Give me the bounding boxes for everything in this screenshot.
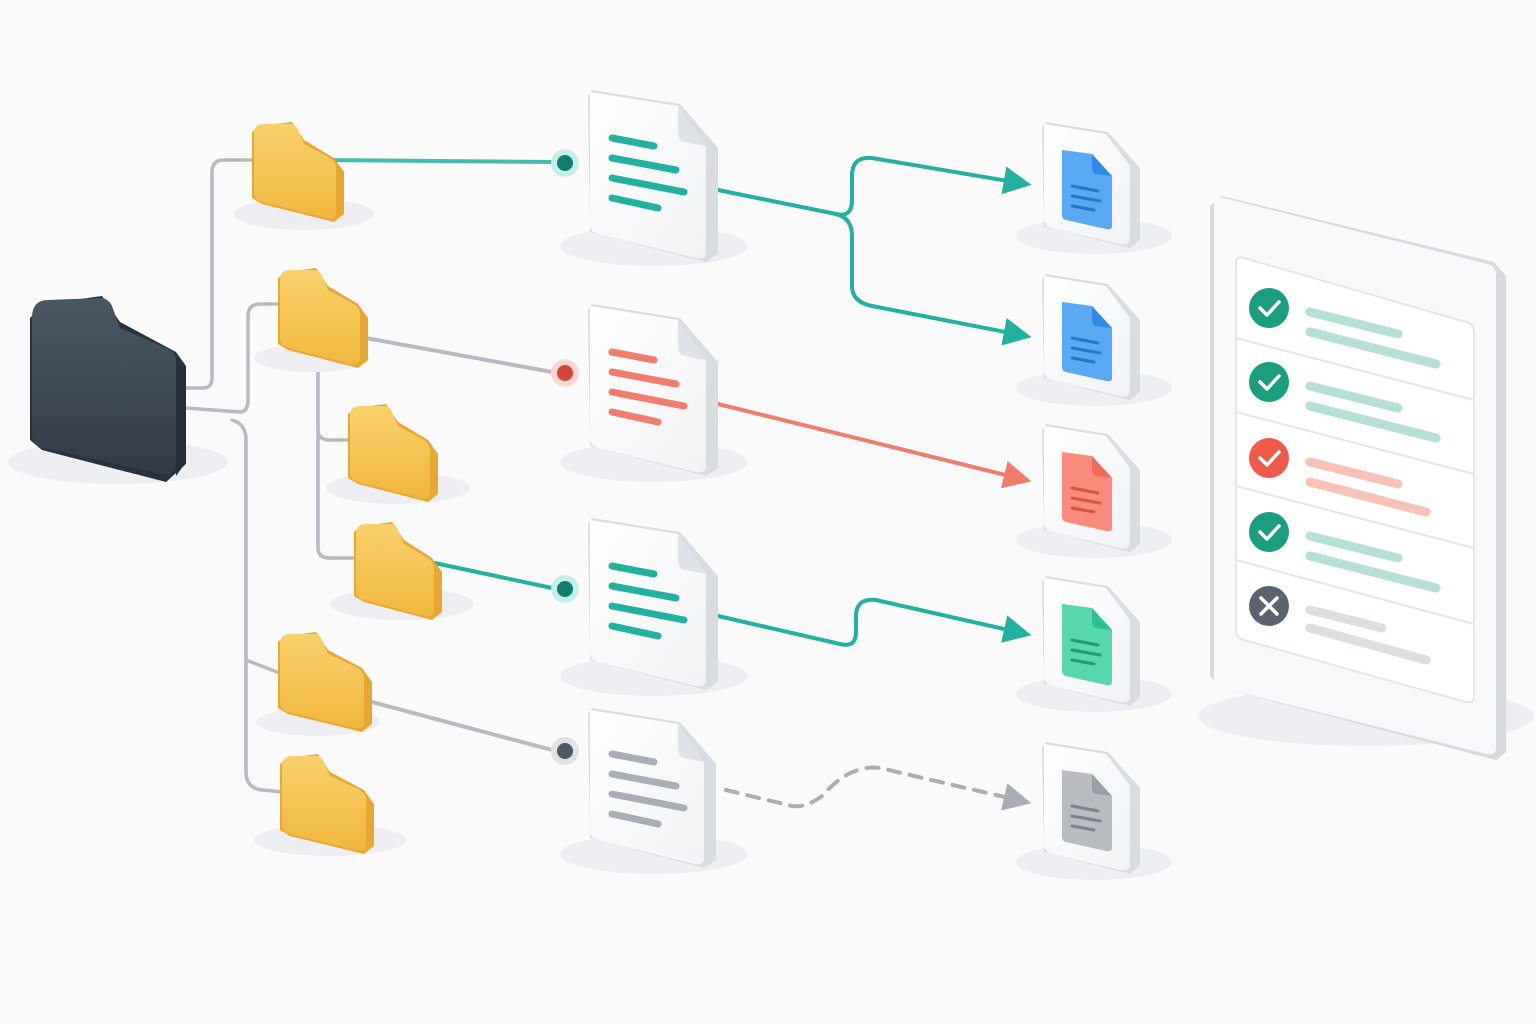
flow-line-teal <box>314 158 554 164</box>
file-icon <box>1062 604 1112 686</box>
document-3[interactable] <box>560 518 748 696</box>
file-icon <box>1062 770 1112 852</box>
checklist-panel <box>1198 196 1534 760</box>
folder-icon <box>252 122 344 222</box>
checklist-item-5 <box>1249 586 1431 665</box>
flow-arrow-teal <box>716 155 1032 217</box>
file-icon <box>1062 452 1112 532</box>
document-icon <box>588 518 718 690</box>
folder-icon <box>280 754 374 854</box>
flow-arrow-red <box>716 402 1032 489</box>
checklist-item-1 <box>1249 288 1441 369</box>
check-icon <box>1249 512 1289 552</box>
output-file-green[interactable] <box>1016 576 1172 712</box>
check-icon <box>1249 438 1289 478</box>
folder-icon <box>348 404 438 502</box>
checklist-item-2 <box>1249 362 1441 443</box>
document-icon <box>588 304 718 476</box>
folder-5[interactable] <box>256 632 380 736</box>
file-icon <box>1062 302 1112 382</box>
flow-arrow-teal <box>716 597 1032 647</box>
root-folder-icon <box>30 296 186 482</box>
folder-icon <box>278 268 368 368</box>
check-icon <box>1249 362 1289 402</box>
folder-3[interactable] <box>326 404 470 504</box>
document-icon <box>588 90 718 262</box>
output-file-gray[interactable] <box>1016 742 1172 880</box>
flow-arrow-dashed <box>724 765 1032 811</box>
cross-icon <box>1249 586 1289 626</box>
folder-icon <box>278 632 372 732</box>
folder-4[interactable] <box>330 522 474 620</box>
check-icon <box>1249 288 1289 328</box>
flow-arrow-teal <box>834 212 1032 346</box>
root-folder[interactable] <box>8 296 228 484</box>
flow-lines <box>314 155 1032 811</box>
folder-icon <box>354 522 442 620</box>
flow-line-gray <box>364 336 554 374</box>
checklist-item-3 <box>1249 438 1431 517</box>
output-file-red[interactable] <box>1016 424 1172 558</box>
flow-line-gray <box>370 700 554 752</box>
document-1[interactable] <box>560 90 748 266</box>
status-dots <box>551 149 579 765</box>
document-2[interactable] <box>560 304 748 482</box>
document-4[interactable] <box>560 708 748 874</box>
file-icon <box>1062 150 1112 230</box>
output-file-blue-2[interactable] <box>1016 274 1172 406</box>
folder-1[interactable] <box>234 122 374 230</box>
status-dot-teal <box>551 149 579 177</box>
checklist-item-4 <box>1249 512 1441 593</box>
flow-line-teal <box>428 560 554 590</box>
document-icon <box>588 708 716 868</box>
folder-2[interactable] <box>254 268 370 372</box>
folder-6[interactable] <box>254 754 406 856</box>
status-dot-teal <box>551 575 579 603</box>
status-dot-red <box>551 359 579 387</box>
folder-tree-connectors <box>184 158 358 794</box>
status-dot-gray <box>551 737 579 765</box>
output-file-blue-1[interactable] <box>1016 122 1172 254</box>
